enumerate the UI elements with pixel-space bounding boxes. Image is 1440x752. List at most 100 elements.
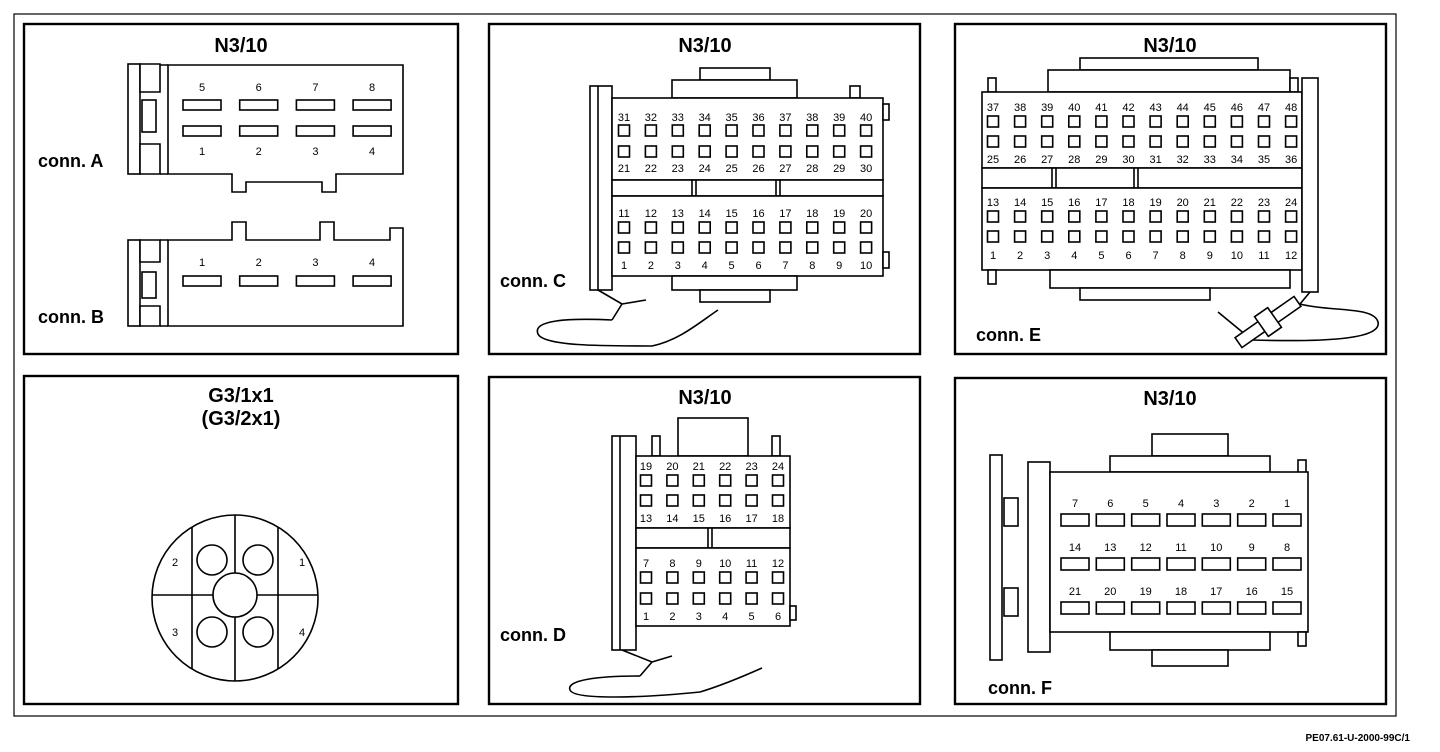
- pin-number: 27: [1041, 154, 1053, 166]
- pin-number: 48: [1285, 102, 1297, 114]
- pin-number: 2: [256, 146, 262, 158]
- pin-socket: [779, 241, 792, 254]
- pin-socket: [1095, 115, 1108, 128]
- pin-number: 12: [1140, 542, 1152, 554]
- pin-number: 1: [199, 146, 205, 158]
- pin-socket: [1095, 230, 1108, 243]
- pin-3-socket: [196, 616, 228, 648]
- pin-socket: [1060, 557, 1090, 571]
- panel-conn-c: [487, 22, 922, 356]
- pin-socket: [1122, 115, 1135, 128]
- pin-number: 7: [1153, 250, 1159, 262]
- pin-socket: [1203, 115, 1217, 128]
- pin-number: 20: [860, 208, 872, 220]
- pin-socket: [1013, 135, 1027, 148]
- pin-number: 16: [1068, 197, 1080, 209]
- pin-socket: [1203, 135, 1217, 148]
- pin-socket: [779, 124, 792, 137]
- pin-socket: [1095, 557, 1126, 571]
- pin-socket: [617, 241, 631, 254]
- pin-socket: [1060, 513, 1090, 527]
- pin-number: 17: [1095, 197, 1107, 209]
- pin-socket: [1230, 210, 1244, 223]
- pin-number: 44: [1177, 102, 1189, 114]
- center-pin: [212, 572, 258, 618]
- pin-socket: [859, 221, 873, 234]
- pin-number: 22: [719, 461, 731, 473]
- pin-number: 29: [833, 163, 845, 175]
- pin-socket: [1272, 557, 1302, 571]
- pin-socket: [1013, 210, 1027, 223]
- connector-a: [127, 63, 404, 193]
- pin-number: 13: [987, 197, 999, 209]
- pin-number: 3: [172, 627, 178, 639]
- pin-socket: [352, 125, 392, 137]
- pin-number: 10: [1210, 542, 1222, 554]
- panel-conn-e: [953, 22, 1388, 356]
- pin-socket: [805, 145, 819, 158]
- pin-socket: [692, 494, 706, 507]
- pin-number: 20: [1177, 197, 1189, 209]
- pin-socket: [1284, 135, 1298, 148]
- pin-socket: [745, 592, 758, 605]
- pin-number: 14: [666, 513, 678, 525]
- pin-number: 31: [1149, 154, 1161, 166]
- pin-socket: [1068, 210, 1081, 223]
- pin-number: 18: [772, 513, 784, 525]
- pin-socket: [1122, 135, 1135, 148]
- pin-socket: [1130, 601, 1161, 615]
- pin-socket: [238, 99, 279, 111]
- pin-number: 4: [722, 611, 728, 623]
- pin-socket: [666, 571, 679, 584]
- pin-number: 15: [1041, 197, 1053, 209]
- pin-number: 13: [1104, 542, 1116, 554]
- pin-socket: [692, 474, 706, 487]
- connector-e: [981, 57, 1379, 349]
- pin-socket: [671, 221, 685, 234]
- pin-socket: [617, 145, 631, 158]
- pin-socket: [1095, 601, 1126, 615]
- connector-label: conn. A: [38, 151, 103, 171]
- pin-socket: [692, 592, 706, 605]
- pin-number: 25: [725, 163, 737, 175]
- pin-socket: [1201, 513, 1232, 527]
- pin-number: 40: [860, 112, 872, 124]
- pin-number: 13: [640, 513, 652, 525]
- pin-number: 2: [1249, 498, 1255, 510]
- pin-socket: [1284, 230, 1298, 243]
- pin-number: 22: [1231, 197, 1243, 209]
- pin-socket: [671, 145, 685, 158]
- pin-number: 15: [693, 513, 705, 525]
- pin-socket: [238, 275, 279, 287]
- pin-number: 9: [836, 260, 842, 272]
- pin-number: 25: [987, 154, 999, 166]
- pin-socket: [182, 99, 222, 111]
- panel-title: N3/10: [1143, 388, 1196, 410]
- pin-number: 6: [755, 260, 761, 272]
- pin-number: 2: [1017, 250, 1023, 262]
- pin-socket: [779, 145, 792, 158]
- pin-socket: [671, 124, 685, 137]
- footer-code: PE07.61-U-2000-99C/1: [1305, 733, 1410, 744]
- pin-number: 17: [1210, 586, 1222, 598]
- pin-socket: [352, 275, 392, 287]
- pin-socket: [986, 115, 1000, 128]
- pin-socket: [1230, 230, 1244, 243]
- panel-title: N3/10: [678, 35, 731, 57]
- pin-socket: [1095, 513, 1126, 527]
- pin-number: 20: [666, 461, 678, 473]
- pin-socket: [1203, 230, 1217, 243]
- pin-number: 2: [669, 611, 675, 623]
- pin-socket: [1122, 210, 1135, 223]
- pin-number: 34: [699, 112, 711, 124]
- pin-number: 18: [806, 208, 818, 220]
- pin-socket: [295, 125, 336, 137]
- pin-number: 40: [1068, 102, 1080, 114]
- pin-number: 38: [806, 112, 818, 124]
- pin-socket: [832, 145, 846, 158]
- pin-socket: [671, 241, 685, 254]
- pin-number: 6: [1107, 498, 1113, 510]
- pin-4-socket: [242, 616, 274, 648]
- panel-title: G3/1x1: [208, 385, 274, 407]
